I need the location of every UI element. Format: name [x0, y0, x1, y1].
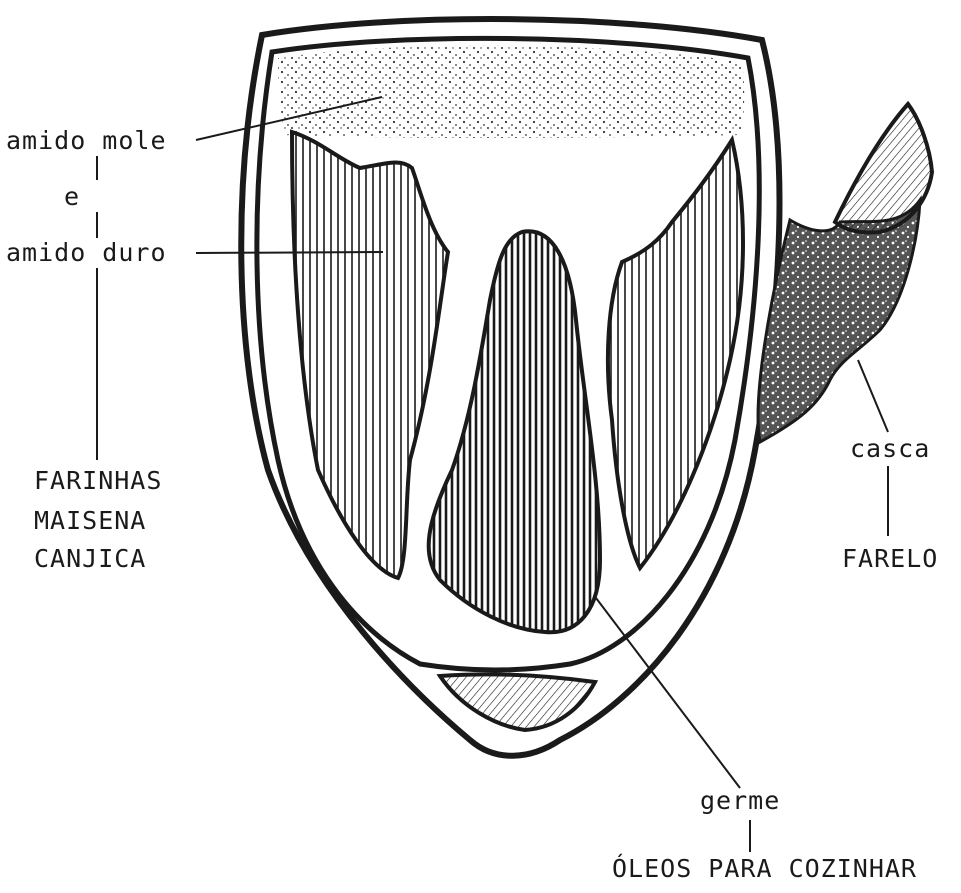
peeled-hull: [758, 200, 920, 442]
leader-germe: [596, 598, 740, 788]
label-casca: casca: [850, 434, 930, 464]
label-farinhas: FARINHAS: [34, 466, 162, 496]
label-farelo: FARELO: [842, 544, 938, 574]
label-amido-mole: amido mole: [6, 126, 167, 156]
tip-cap: [440, 674, 595, 730]
label-oleos: ÓLEOS PARA COZINHAR: [612, 854, 917, 884]
label-e: e: [64, 182, 80, 212]
soft-starch-region: [278, 46, 744, 138]
label-germe: germe: [700, 786, 780, 816]
label-amido-duro: amido duro: [6, 238, 167, 268]
label-maisena: MAISENA: [34, 506, 146, 536]
leader-casca: [858, 360, 888, 432]
label-canjica: CANJICA: [34, 544, 146, 574]
germ-region: [429, 231, 600, 632]
leader-amido-duro: [196, 252, 383, 253]
hard-starch-right: [608, 140, 743, 568]
hard-starch-left: [292, 132, 448, 578]
